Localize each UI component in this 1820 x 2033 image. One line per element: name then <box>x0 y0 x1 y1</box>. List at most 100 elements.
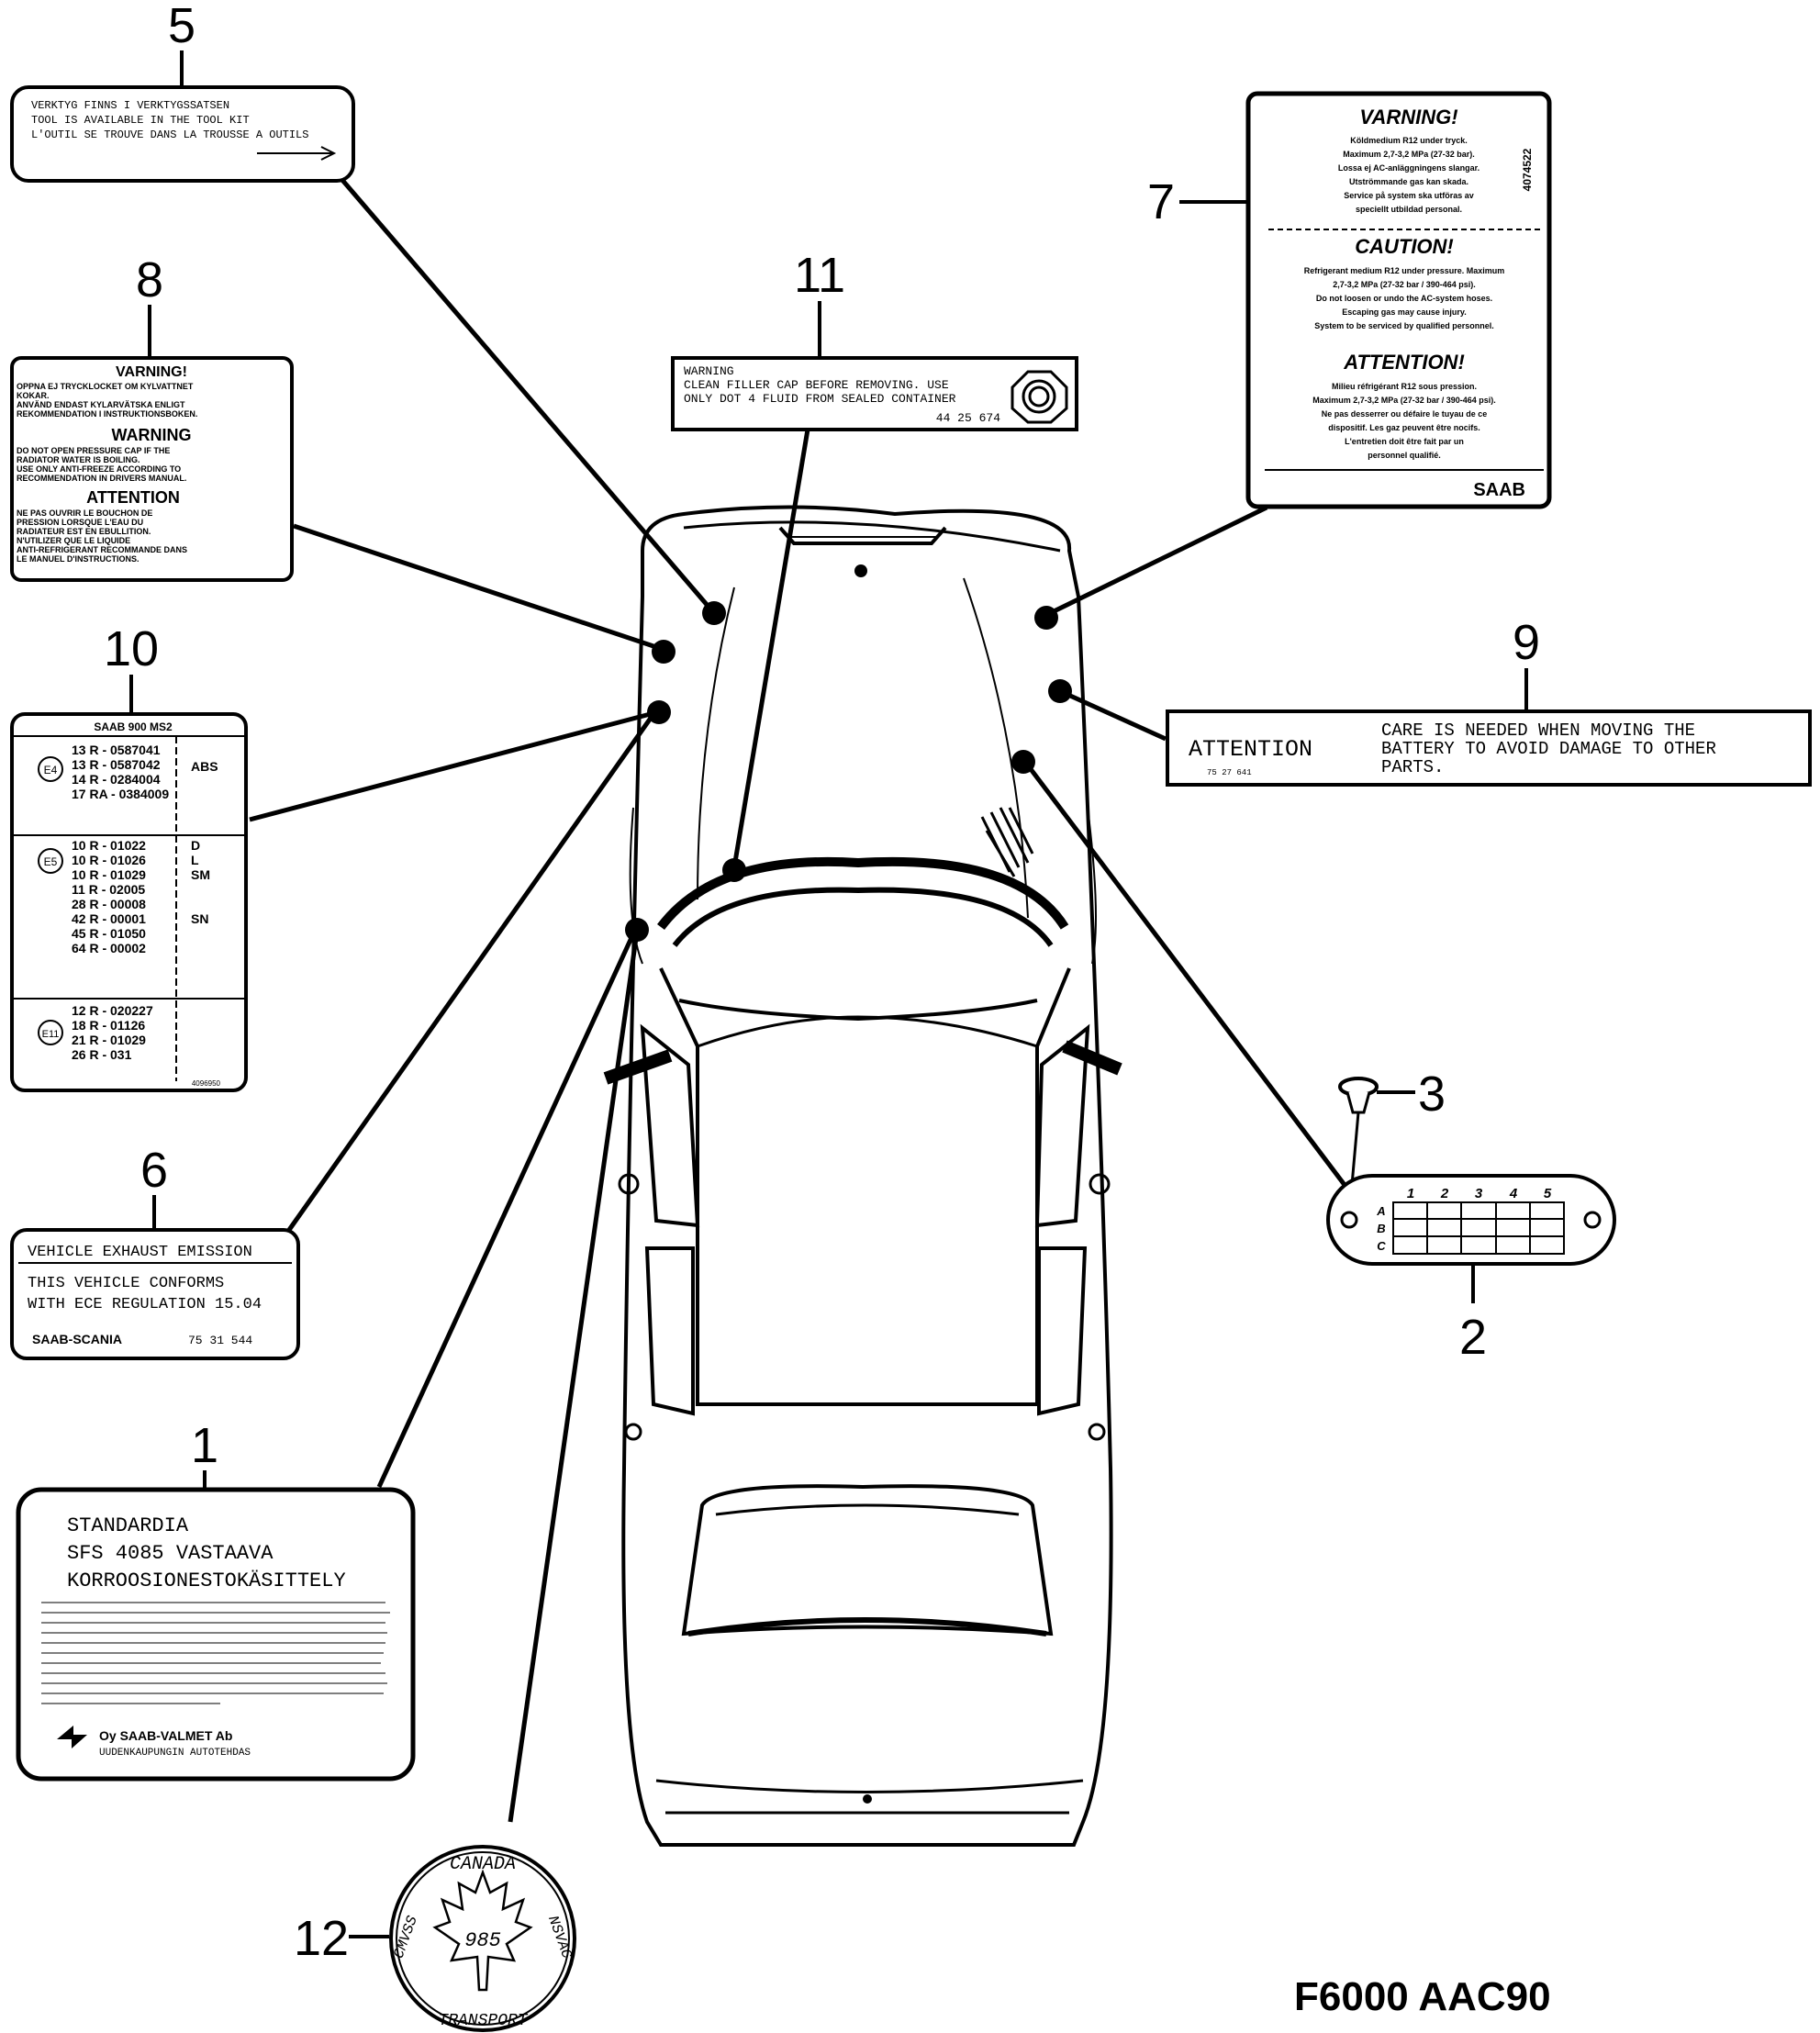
label-10-e4-mark: E4 <box>44 764 58 776</box>
location-dot-2 <box>1011 750 1035 774</box>
label-7-ac-refrigerant: 7 VARNING! Köldmedium R12 under tryck. M… <box>1147 91 1552 509</box>
callout-6: 6 <box>140 1143 168 1198</box>
label-2-grid <box>1392 1201 1565 1255</box>
callout-3: 3 <box>1418 1067 1446 1122</box>
label-2-row-a: A <box>1376 1204 1385 1218</box>
label-6-partno: 75 31 544 <box>188 1334 252 1347</box>
label-8-heading-fr: ATTENTION <box>86 488 180 507</box>
label-8-sv-2: KOKAR. <box>17 391 50 400</box>
label-10-e4-code-2: 13 R - 0587042 <box>72 757 161 772</box>
label-7-brand: SAAB <box>1473 480 1525 500</box>
label-11-line-1: WARNING <box>684 364 734 378</box>
callout-12: 12 <box>294 1911 349 1966</box>
label-10-e5-code-2: 10 R - 01026 <box>72 853 146 867</box>
label-10-e4-note: ABS <box>191 759 218 774</box>
label-2-col-5: 5 <box>1544 1186 1552 1201</box>
location-dot-8 <box>652 640 676 664</box>
location-dot-5 <box>702 601 726 625</box>
label-8-fr-2: PRESSION LORSQUE L'EAU DU <box>17 518 143 527</box>
label-10-e5-note-3: SM <box>191 867 210 882</box>
label-5-line-2: TOOL IS AVAILABLE IN THE TOOL KIT <box>31 114 250 127</box>
label-11-line-2: CLEAN FILLER CAP BEFORE REMOVING. USE <box>684 378 949 392</box>
label-10-e11-mark: E11 <box>42 1029 60 1040</box>
label-10-title: SAAB 900 MS2 <box>94 720 173 733</box>
callout-10: 10 <box>104 621 159 676</box>
label-8-en-1: DO NOT OPEN PRESSURE CAP IF THE <box>17 446 170 455</box>
label-7-sv-3: Lossa ej AC-anläggningens slangar. <box>1338 163 1479 173</box>
location-dot-9 <box>1048 679 1072 703</box>
filler-cap-icon <box>1010 370 1068 424</box>
label-12-year: 985 <box>464 1929 501 1952</box>
label-1-title-2: SFS 4085 VASTAAVA <box>67 1542 274 1565</box>
label-7-sv-4: Utströmmande gas kan skada. <box>1349 177 1468 186</box>
label-8-coolant-warning: 8 VARNING! OPPNA EJ TRYCKLOCKET OM KYLVA… <box>10 252 294 582</box>
label-5-line-1: VERKTYG FINNS I VERKTYGSSATSEN <box>31 99 229 112</box>
label-11-partno: 44 25 674 <box>936 411 1000 425</box>
label-2-row-c: C <box>1377 1239 1386 1253</box>
label-10-e5-note-2: L <box>191 853 199 867</box>
label-9-attention: ATTENTION <box>1189 736 1312 763</box>
label-10-e5-code-3: 10 R - 01029 <box>72 867 146 882</box>
label-9-line-3: PARTS. <box>1381 757 1444 777</box>
label-12-bottom: TRANSPORT <box>438 2012 528 2030</box>
label-7-en-4: Escaping gas may cause injury. <box>1342 307 1466 317</box>
leader-lines <box>249 177 1349 1823</box>
label-8-en-3: USE ONLY ANTI-FREEZE ACCORDING TO <box>17 464 181 474</box>
label-5-line-3: L'OUTIL SE TROUVE DANS LA TROUSSE A OUTI… <box>31 128 308 141</box>
label-2-col-2: 2 <box>1440 1186 1449 1201</box>
saab-valmet-logo-icon <box>57 1726 87 1748</box>
label-8-fr-3: RADIATEUR EST EN EBULLITION. <box>17 527 151 536</box>
label-10-e4-code-4: 17 RA - 0384009 <box>72 787 169 801</box>
label-2-row-b: B <box>1377 1222 1385 1235</box>
label-1-title-3: KORROOSIONESTOKÄSITTELY <box>67 1569 346 1592</box>
label-11-line-3: ONLY DOT 4 FLUID FROM SEALED CONTAINER <box>684 392 956 406</box>
label-6-exhaust-emission: 6 VEHICLE EXHAUST EMISSION THIS VEHICLE … <box>10 1143 300 1360</box>
label-9-partno: 75 27 641 <box>1207 768 1252 777</box>
label-10-e5-note-1: D <box>191 838 200 853</box>
label-10-e5-note-6: SN <box>191 911 208 926</box>
label-10-e5-code-8: 64 R - 00002 <box>72 941 146 955</box>
label-10-e5-code-7: 45 R - 01050 <box>72 926 146 941</box>
label-7-heading-en: CAUTION! <box>1355 235 1454 258</box>
label-8-fr-1: NE PAS OUVRIR LE BOUCHON DE <box>17 508 152 518</box>
label-8-fr-6: LE MANUEL D'INSTRUCTIONS. <box>17 554 139 564</box>
label-7-fr-1: Milieu réfrigérant R12 sous pression. <box>1332 382 1477 391</box>
maple-leaf-icon <box>432 1869 533 1992</box>
label-12-top: CANADA <box>450 1854 516 1875</box>
label-8-sv-1: OPPNA EJ TRYCKLOCKET OM KYLVATTNET <box>17 382 194 391</box>
label-1-corrosion-protection: 1 STANDARDIA SFS 4085 VASTAAVA KORROOSIO… <box>16 1418 416 1782</box>
label-8-sv-3: ANVÄND ENDAST KYLARVÄTSKA ENLIGT <box>17 400 185 409</box>
car-top-view <box>603 505 1122 1847</box>
label-7-heading-fr: ATTENTION! <box>1343 351 1465 374</box>
label-9-line-2: BATTERY TO AVOID DAMAGE TO OTHER <box>1381 739 1716 759</box>
location-dot-10 <box>647 700 671 724</box>
callout-5: 5 <box>168 0 195 53</box>
label-1-title-1: STANDARDIA <box>67 1514 189 1537</box>
label-5-tool-kit: 5 VERKTYG FINNS I VERKTYGSSATSEN TOOL IS… <box>10 0 355 183</box>
label-10-partno: 4096950 <box>192 1079 221 1088</box>
location-dot-11 <box>722 858 746 882</box>
label-7-fr-3: Ne pas desserrer ou défaire le tuyau de … <box>1322 409 1488 419</box>
callout-2: 2 <box>1459 1310 1487 1365</box>
label-10-e4-code-1: 13 R - 0587041 <box>72 743 161 757</box>
label-10-e5-code-5: 28 R - 00008 <box>72 897 146 911</box>
label-10-e11-code-2: 18 R - 01126 <box>72 1018 145 1033</box>
location-dot-hood <box>854 564 867 577</box>
label-7-side-code: 4074522 <box>1521 148 1534 191</box>
label-8-sv-4: REKOMMENDATION I INSTRUKTIONSBOKEN. <box>17 409 197 419</box>
label-7-sv-2: Maximum 2,7-3,2 MPa (27-32 bar). <box>1343 150 1475 159</box>
label-10-e5-code-4: 11 R - 02005 <box>72 882 145 897</box>
location-dots <box>625 564 1072 942</box>
label-7-en-2: 2,7-3,2 MPa (27-32 bar / 390-464 psi). <box>1333 280 1476 289</box>
item-3-clip: 3 <box>1338 1067 1446 1217</box>
label-8-heading-sv: VARNING! <box>116 364 187 380</box>
label-10-e4-code-3: 14 R - 0284004 <box>72 772 161 787</box>
label-7-fr-6: personnel qualifié. <box>1368 451 1441 460</box>
label-7-fr-4: dispositif. Les gaz peuvent être nocifs. <box>1328 423 1480 432</box>
label-10-e5-mark: E5 <box>44 855 58 868</box>
callout-7: 7 <box>1147 174 1175 229</box>
label-6-line-2: WITH ECE REGULATION 15.04 <box>28 1296 262 1313</box>
label-8-en-2: RADIATOR WATER IS BOILING. <box>17 455 140 464</box>
label-11-brake-fluid: 11 WARNING CLEAN FILLER CAP BEFORE REMOV… <box>671 248 1078 431</box>
